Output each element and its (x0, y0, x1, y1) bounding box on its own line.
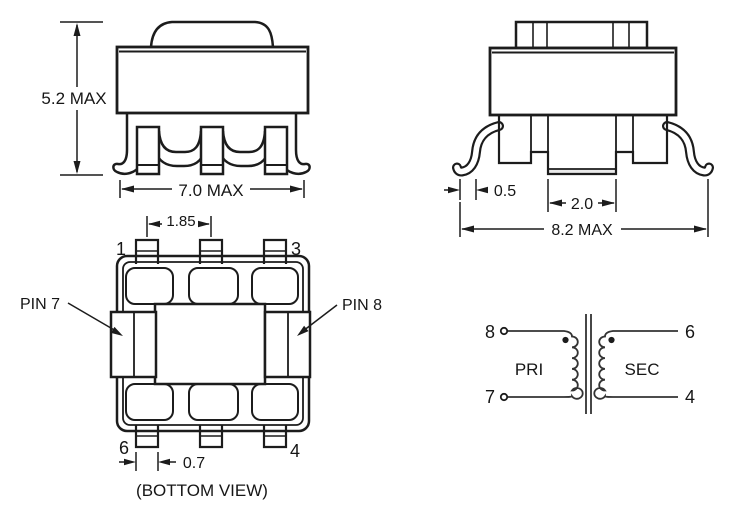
bottom-side-tab-pin7 (109, 310, 158, 379)
bottom-pitch-label: 1.85 (166, 213, 195, 230)
pin-3-label: 3 (291, 239, 301, 259)
front-height-label: 5.2 MAX (41, 89, 106, 108)
front-height-dimension: 5.2 MAX (41, 21, 107, 176)
side-lead-tip-dimension: 0.5 (444, 179, 516, 200)
terminal-circle-pin8 (499, 326, 509, 336)
side-tab-dimension: 2.0 (547, 179, 617, 213)
arrow-left (121, 185, 134, 193)
side-base-profile (497, 115, 669, 176)
bottom-pads (125, 267, 299, 421)
pin-4-label: 4 (290, 441, 300, 461)
arrow-down (73, 161, 81, 174)
bottom-pitch-dimension: 1.85 (146, 213, 212, 237)
bottom-view: 1 3 6 4 1.85 0.7 PIN 7 (20, 213, 382, 500)
phase-dot-secondary (608, 336, 615, 344)
primary-label: PRI (515, 360, 543, 379)
front-width-dimension: 7.0 MAX (119, 180, 305, 200)
arrow-up (73, 23, 81, 36)
front-body (115, 45, 310, 115)
front-dome (149, 20, 275, 49)
secondary-winding (593, 330, 678, 400)
side-gullwing-right (662, 121, 714, 177)
side-base-inner-lines (530, 115, 634, 170)
side-gullwing-left (452, 121, 504, 177)
front-width-label: 7.0 MAX (178, 181, 243, 200)
pin7-callout-label: PIN 7 (20, 296, 60, 313)
side-tab-foot-shade (549, 169, 615, 174)
side-view: 0.5 2.0 8.2 MAX (444, 20, 714, 239)
schematic-pin6-label: 6 (685, 322, 695, 342)
front-view: 5.2 MAX 7.0 MAX (41, 20, 311, 200)
side-cap (514, 20, 649, 50)
pin8-callout-arrow (297, 325, 309, 336)
side-width-dimension: 8.2 MAX (459, 179, 709, 239)
phase-dot-primary (562, 336, 569, 344)
front-feet (135, 125, 289, 176)
schematic-pin4-label: 4 (685, 387, 695, 407)
schematic-pin7-label: 7 (485, 387, 495, 407)
side-lead-tip-label: 0.5 (494, 183, 516, 200)
pin-6-label: 6 (119, 438, 129, 458)
pin7-callout-arrow (110, 326, 123, 336)
pin8-callout: PIN 8 (297, 297, 382, 336)
terminal-circle-pin7 (499, 392, 509, 402)
pin7-callout: PIN 7 (20, 296, 123, 336)
primary-winding (507, 330, 584, 400)
bottom-lead-width-label: 0.7 (183, 455, 205, 472)
bottom-side-tab-pin8 (263, 310, 312, 379)
arrow-right (290, 185, 303, 193)
side-body (488, 46, 678, 117)
pin8-callout-label: PIN 8 (342, 297, 382, 314)
side-tab-label: 2.0 (571, 196, 593, 213)
secondary-label: SEC (625, 360, 660, 379)
side-width-label: 8.2 MAX (551, 222, 613, 239)
bottom-top-pins (134, 238, 288, 264)
schematic: 8 7 6 4 PRI SEC (485, 314, 695, 414)
schematic-pin8-label: 8 (485, 322, 495, 342)
bottom-center-pad (153, 302, 267, 386)
bottom-lead-width-dimension: 0.7 (119, 452, 205, 472)
bottom-bottom-pins (134, 425, 288, 449)
pin-1-label: 1 (116, 239, 126, 259)
bottom-view-caption: (BOTTOM VIEW) (136, 481, 268, 500)
